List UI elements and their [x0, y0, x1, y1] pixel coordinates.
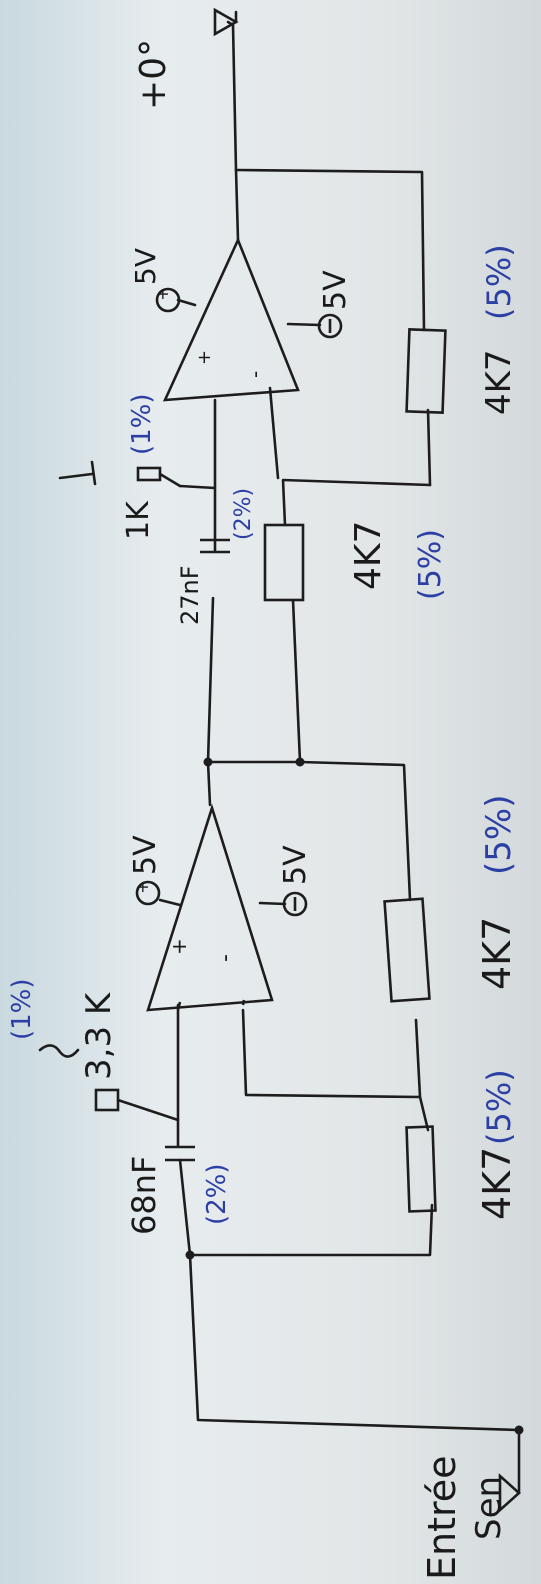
svg-text:-: -: [213, 954, 238, 962]
input-ground-wire: [188, 1253, 521, 1432]
svg-text:+: +: [167, 938, 191, 955]
opamp1-vpos-label: 5V: [128, 835, 163, 875]
output-label: +0°: [133, 39, 174, 110]
svg-text:-: -: [243, 371, 267, 378]
stage-link-wire: [206, 596, 215, 764]
rin2-value-label: 4K7: [348, 521, 389, 590]
r2-branch-wire: [178, 484, 217, 490]
rin1-join-wire: [414, 1018, 422, 1099]
bottom-bus-wire: [188, 1203, 434, 1257]
opamp2-vneg-label: 5V: [318, 270, 353, 310]
c2-value-label: 27nF: [176, 565, 204, 625]
resistor-rfb2: [405, 328, 447, 414]
input-arrow: [498, 1473, 521, 1513]
r1-branch-wire: [146, 1108, 180, 1122]
opamp1-vneg-label: 5V: [278, 845, 313, 885]
resistor-r1: [94, 1088, 120, 1112]
c1-tolerance-label: (2%): [202, 1163, 232, 1225]
capacitor-c2: [200, 538, 230, 554]
rfb2-value-label: 4K7: [479, 349, 519, 415]
resistor-r2: [136, 466, 162, 482]
rin2-tolerance-label: (5%): [413, 529, 448, 600]
rin1-tolerance-label: (5%): [480, 1069, 518, 1145]
c1-lead-wire: [178, 1158, 192, 1257]
capacitor-c1: [165, 1145, 195, 1162]
rin2-wire: [291, 598, 302, 764]
rfb2-wire: [426, 408, 432, 487]
supply-plus-icon: [135, 880, 161, 906]
junction-dot: [514, 1425, 524, 1435]
r2-value-label: 1K: [121, 500, 156, 540]
junction-dot: [203, 757, 213, 767]
opamp2-vpos-label: 5V: [129, 248, 162, 285]
opamp2-output-wire: [226, 20, 240, 242]
input-label-top: Entrée: [420, 1455, 464, 1580]
r1-tolerance-label: (1%): [7, 978, 37, 1040]
junction-dot: [295, 757, 305, 767]
opamp1-output-wire: [206, 760, 302, 807]
r2-tolerance-label: (1%): [127, 393, 157, 455]
svg-text:+: +: [153, 287, 172, 300]
junction-dot: [185, 1250, 195, 1260]
rfb1-top-wire: [298, 760, 412, 902]
opamp-1: + -: [146, 803, 287, 1012]
svg-text:+: +: [194, 350, 215, 365]
r1-ground-wire: [116, 1098, 150, 1112]
opamp-2: + -: [162, 236, 322, 402]
resistor-rin1: [405, 1125, 437, 1213]
c1-value-label: 68nF: [125, 1156, 163, 1235]
r2-ground-wire: [158, 472, 182, 488]
input-label-bottom: Sen: [469, 1476, 509, 1540]
supply-minus-icon: [317, 313, 343, 339]
rfb1-tolerance-label: (5%): [479, 795, 519, 875]
rfb2-top-wire: [234, 168, 426, 332]
supply-minus-icon: [282, 891, 308, 917]
r1-value-label: 3,3 K: [79, 991, 119, 1080]
rin1-to-fb-wire: [241, 1008, 430, 1132]
c2-tolerance-label: (2%): [231, 488, 256, 540]
rin1-value-label: 4K7: [475, 1147, 519, 1220]
resistor-rin2: [263, 523, 305, 602]
ground-symbol: [58, 460, 97, 486]
supply-plus-icon: [155, 287, 181, 313]
output-arrow: [213, 7, 239, 37]
ground-symbol: [38, 1044, 80, 1058]
rfb2-tolerance-label: (5%): [480, 244, 518, 320]
rfb1-value-label: 4K7: [475, 917, 519, 990]
resistor-rfb1: [383, 897, 431, 1003]
svg-text:+: +: [133, 880, 152, 893]
opamp2-neg-wire: [268, 386, 280, 480]
rin2-top-wire: [281, 478, 432, 527]
